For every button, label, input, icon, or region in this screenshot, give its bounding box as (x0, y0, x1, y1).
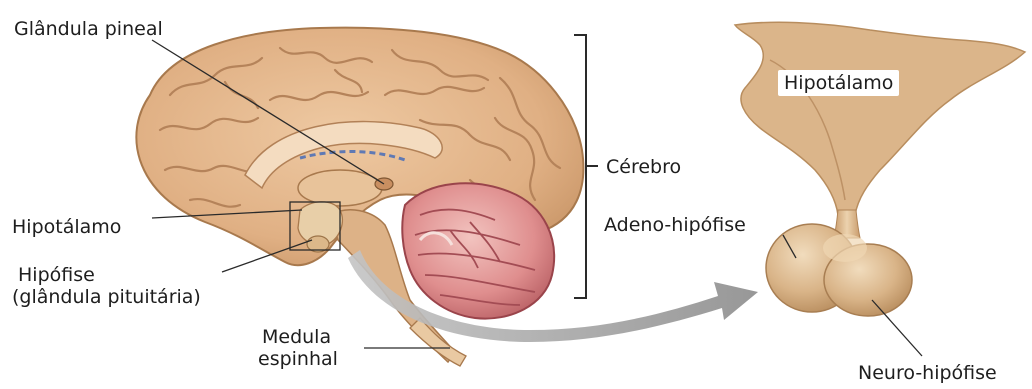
gland-highlight (823, 234, 867, 262)
label-neurohypophysis: Neuro-hipófise (858, 362, 997, 384)
label-spinal-cord-sub: espinhal (258, 348, 338, 370)
label-pineal-gland: Glândula pineal (14, 18, 163, 40)
hypothalamus-detail-shape (735, 22, 1025, 215)
label-spinal-cord: Medula (262, 326, 331, 348)
label-cerebrum: Cérebro (606, 156, 681, 178)
brain-illustration (136, 28, 583, 366)
label-adenohypophysis: Adeno-hipófise (604, 214, 746, 236)
pituitary-detail (735, 22, 1025, 316)
label-pituitary-sub: (glândula pituitária) (12, 286, 201, 308)
label-pituitary: Hipófise (18, 264, 95, 286)
cerebellum (402, 183, 554, 318)
label-hypothalamus-detail: Hipotálamo (778, 70, 899, 96)
leader-neurohypophysis (872, 300, 922, 356)
label-hypothalamus: Hipotálamo (12, 216, 121, 238)
